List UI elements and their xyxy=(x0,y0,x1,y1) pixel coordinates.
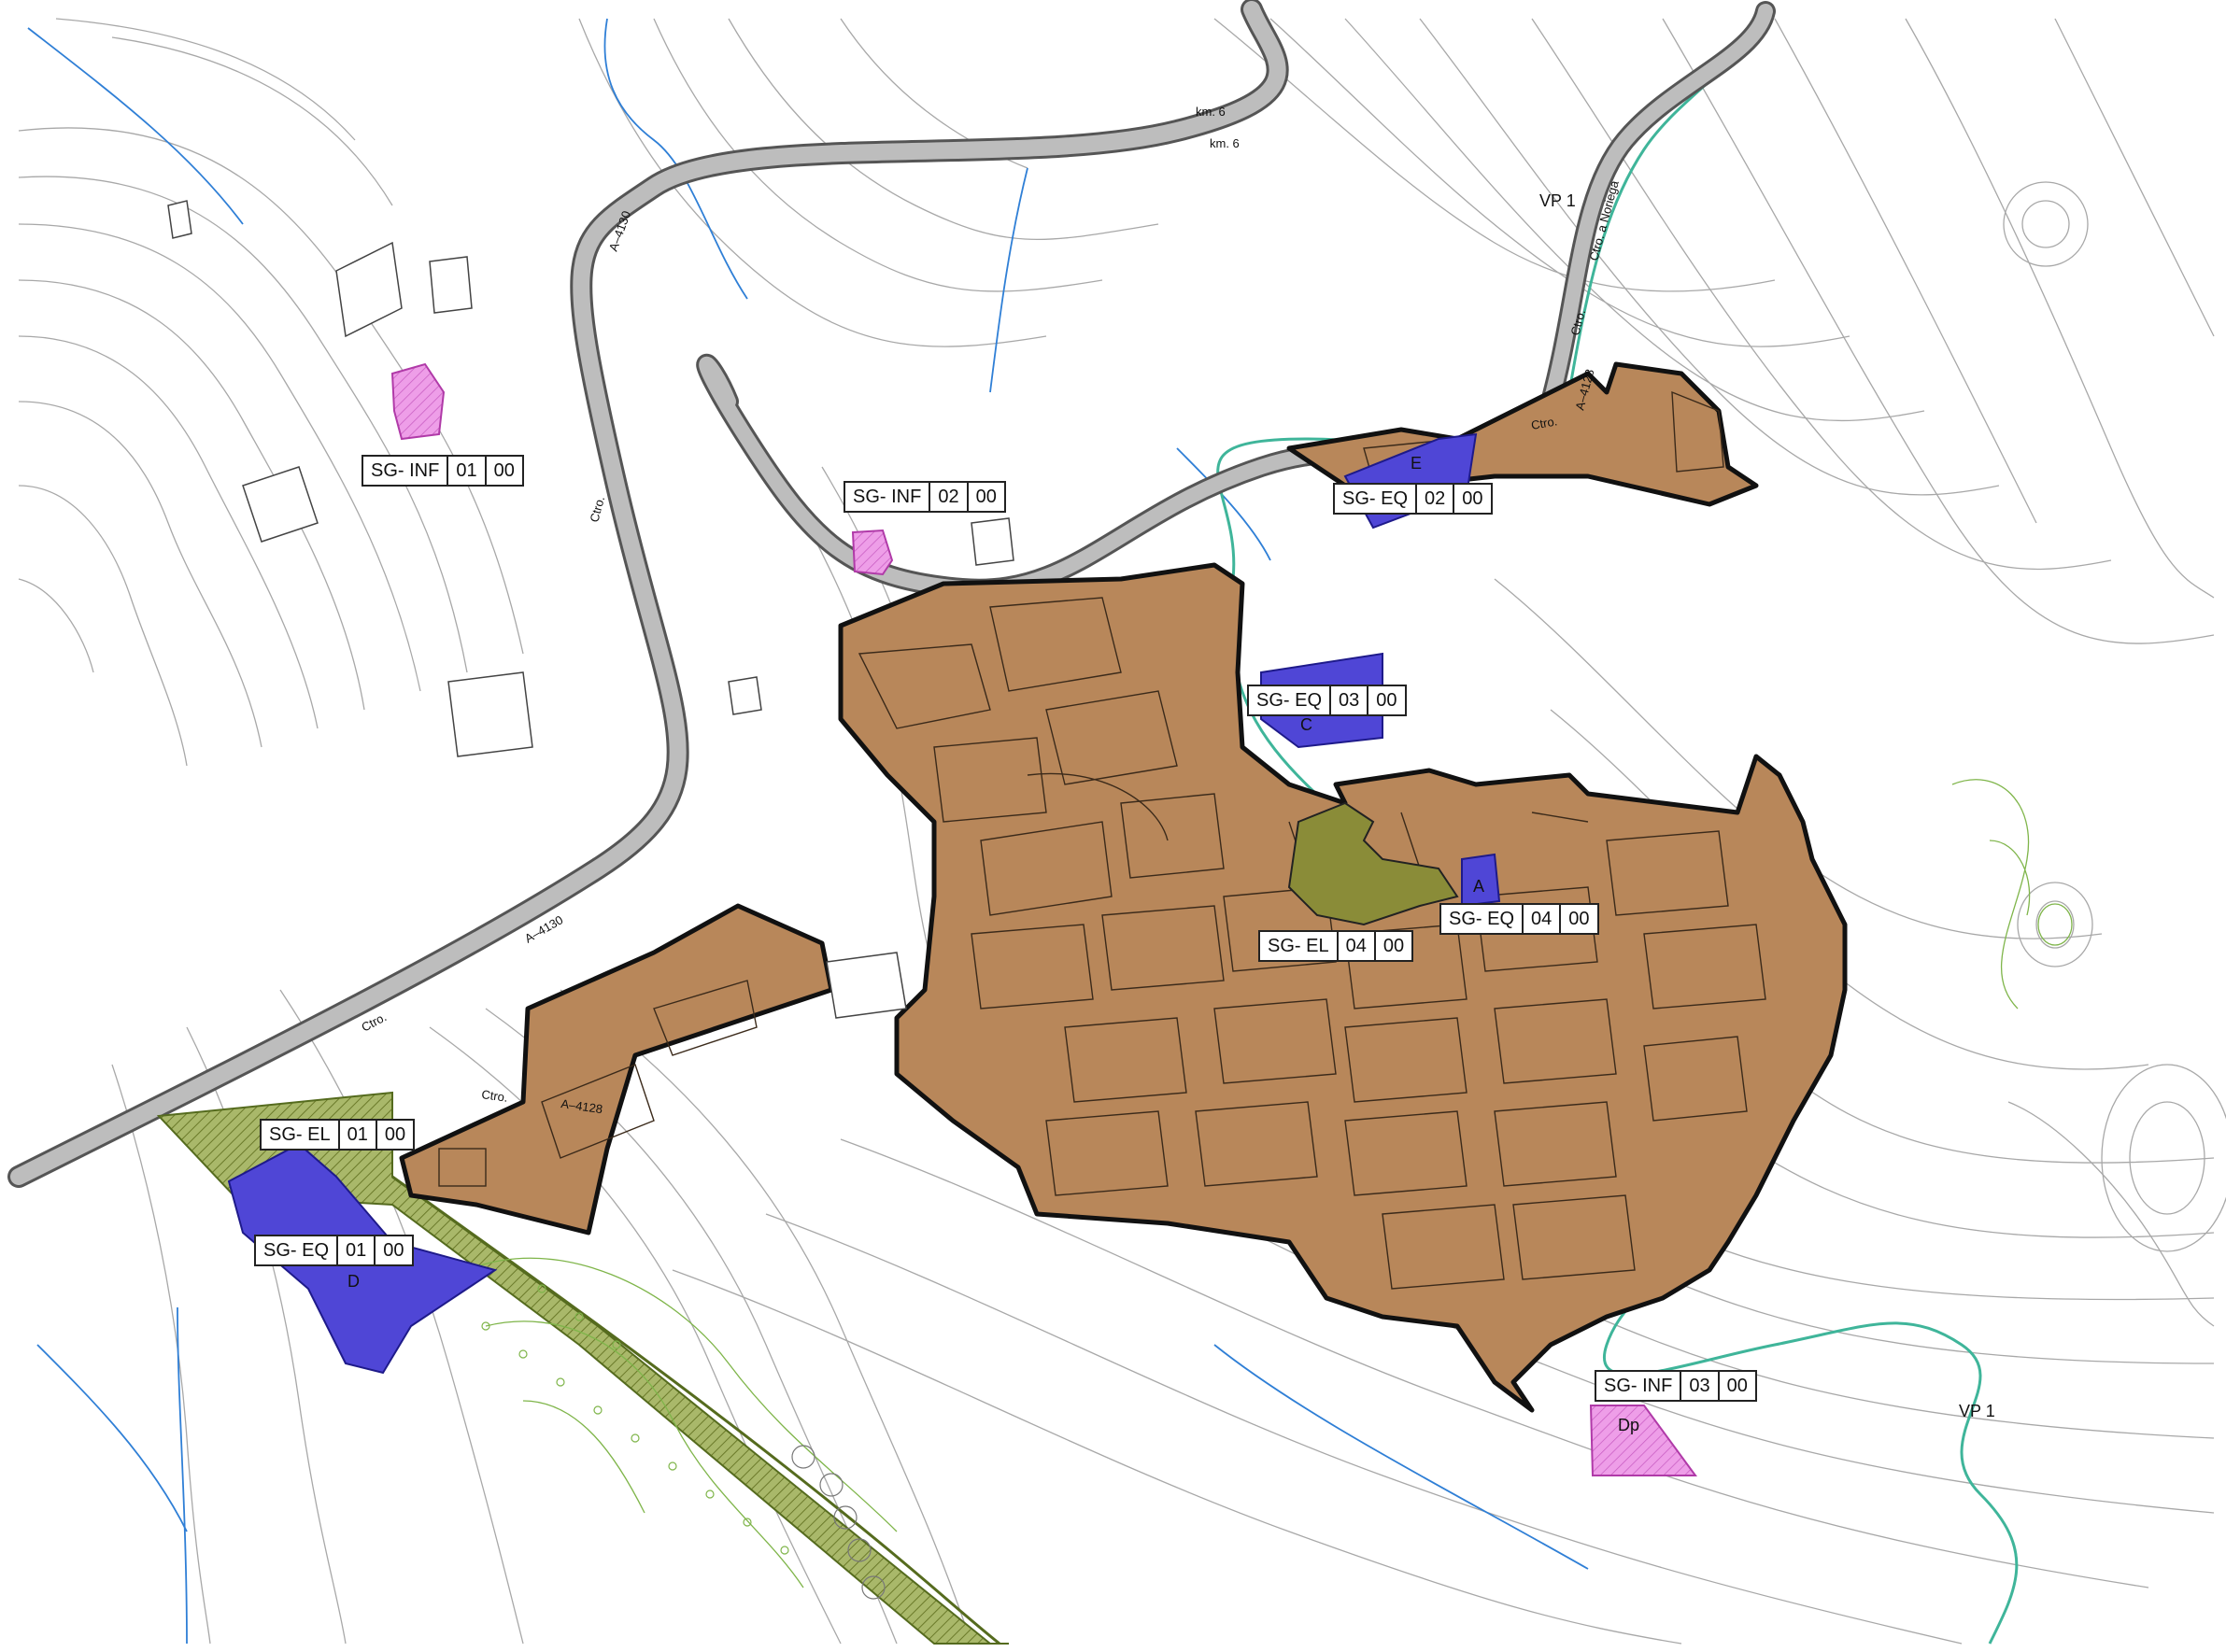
label-sg-eq-02: SG- EQ 02 00 xyxy=(1333,483,1493,515)
label-code: SG- INF xyxy=(371,460,440,481)
label-code: SG- EQ xyxy=(1256,690,1323,711)
label-rev: 00 xyxy=(1717,1372,1755,1400)
label-num: 04 xyxy=(1522,905,1559,933)
label-sg-el-01: SG- EL 01 00 xyxy=(260,1119,416,1151)
label-num: 03 xyxy=(1329,686,1367,714)
roads xyxy=(7,0,1776,1188)
zone-letter-a: A xyxy=(1473,877,1484,896)
label-sg-eq-03: SG- EQ 03 00 xyxy=(1247,685,1407,716)
label-code: SG- INF xyxy=(1604,1376,1673,1396)
label-rev: 00 xyxy=(374,1236,411,1264)
label-rev: 00 xyxy=(966,483,1004,511)
label-rev: 00 xyxy=(1367,686,1404,714)
label-rev: 00 xyxy=(1453,485,1490,513)
label-rev: 00 xyxy=(484,457,522,485)
path-label-vp1-south: VP 1 xyxy=(1959,1402,1995,1420)
road-label-ctro-5: Ctro. xyxy=(1567,308,1588,337)
vegetation-dots xyxy=(481,1284,886,1600)
label-sg-inf-02: SG- INF 02 00 xyxy=(844,481,1006,513)
zone-letter-c: C xyxy=(1300,715,1312,734)
sg-inf-03-area xyxy=(1589,1405,1697,1476)
label-sg-eq-04: SG- EQ 04 00 xyxy=(1439,903,1599,935)
zone-letter-d: D xyxy=(347,1272,360,1291)
road-label-ctro-2: Ctro. xyxy=(587,495,607,524)
sg-inf-02-area xyxy=(851,529,894,576)
km-marker-1: km. 6 xyxy=(1196,105,1226,119)
sg-el-04-area xyxy=(1287,801,1459,926)
label-sg-inf-03: SG- INF 03 00 xyxy=(1595,1370,1757,1402)
sg-inf-01-area xyxy=(390,362,446,441)
sg-eq-04-area xyxy=(1461,853,1501,908)
label-code: SG- INF xyxy=(853,487,922,507)
label-num: 01 xyxy=(447,457,484,485)
label-rev: 00 xyxy=(1559,905,1596,933)
label-num: 01 xyxy=(337,1121,376,1149)
infrastructure-zones xyxy=(390,362,1697,1476)
label-sg-el-04: SG- EL 04 00 xyxy=(1258,930,1414,962)
label-num: 02 xyxy=(929,483,966,511)
road-label-ctro-4: Ctro. xyxy=(1530,414,1558,432)
path-label-vp1-north: VP 1 xyxy=(1539,191,1576,210)
zone-letter-dp: Dp xyxy=(1618,1416,1639,1434)
label-code: SG- EQ xyxy=(1449,909,1515,929)
road-label-ctro-3: Ctro. xyxy=(481,1087,509,1105)
km-marker-2: km. 6 xyxy=(1210,136,1240,150)
label-rev: 00 xyxy=(1373,932,1411,960)
outlying-buildings xyxy=(167,200,1014,1019)
label-sg-inf-01: SG- INF 01 00 xyxy=(362,455,524,487)
label-num: 01 xyxy=(336,1236,374,1264)
label-code: SG- EL xyxy=(269,1124,331,1145)
label-sg-eq-01: SG- EQ 01 00 xyxy=(254,1235,414,1266)
label-num: 02 xyxy=(1415,485,1453,513)
label-num: 03 xyxy=(1680,1372,1717,1400)
label-num: 04 xyxy=(1336,932,1374,960)
label-code: SG- EQ xyxy=(1342,488,1409,509)
label-rev: 00 xyxy=(375,1121,413,1149)
label-code: SG- EQ xyxy=(263,1240,330,1261)
label-code: SG- EL xyxy=(1268,936,1329,956)
zone-letter-e: E xyxy=(1411,454,1422,473)
road-label-a4128: A–4128 xyxy=(560,1096,603,1116)
